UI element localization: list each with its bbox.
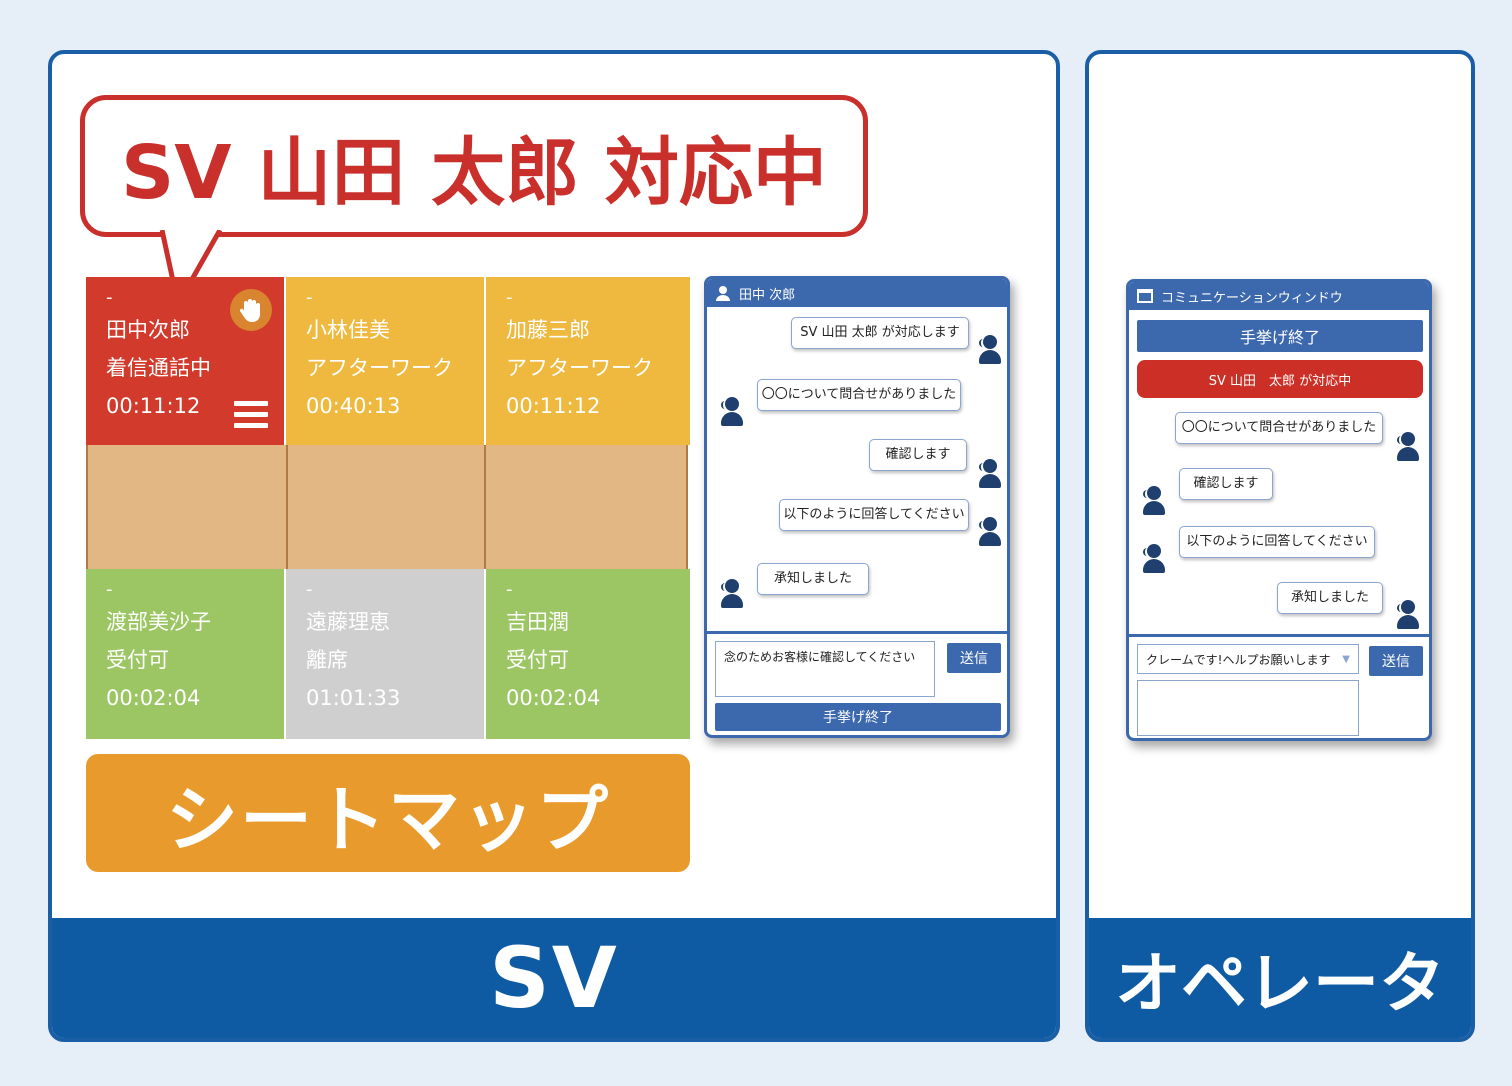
send-button[interactable]: 送信 <box>947 643 1001 673</box>
chat-message: SV 山田 太郎 が対応します <box>791 317 969 349</box>
seat-time: 01:01:33 <box>306 686 401 710</box>
empty-seat <box>484 445 688 569</box>
seat-status: 離席 <box>306 648 348 672</box>
seat-card[interactable]: - 小林佳美 アフターワーク 00:40:13 <box>286 277 484 445</box>
seat-card[interactable]: - 渡部美沙子 受付可 00:02:04 <box>86 569 284 739</box>
seat-dash: - <box>306 579 313 600</box>
operator-avatar-icon <box>977 335 1003 365</box>
operator-avatar-icon <box>1141 486 1167 516</box>
chat-message: 確認します <box>869 439 967 471</box>
raised-hand-icon[interactable] <box>230 289 272 331</box>
seat-card[interactable]: - 遠藤理恵 離席 01:01:33 <box>286 569 484 739</box>
seat-time: 00:11:12 <box>506 394 601 418</box>
message-input[interactable]: 念のためお客様に確認してください <box>715 641 935 697</box>
chat-message: 〇〇について問合せがありました <box>757 379 961 411</box>
seat-dash: - <box>106 287 113 308</box>
operator-avatar-icon <box>1395 432 1421 462</box>
raise-hand-end-button[interactable]: 手挙げ終了 <box>1137 320 1423 352</box>
chevron-down-icon: ▼ <box>1342 653 1350 665</box>
seat-status: 受付可 <box>506 648 569 672</box>
operator-avatar-icon <box>719 579 745 609</box>
seat-dash: - <box>306 287 313 308</box>
operator-communication-window: コミュニケーションウィンドウ 手挙げ終了 SV 山田 太郎 が対応中 〇〇につい… <box>1126 279 1432 741</box>
sv-chat-window: 田中 次郎 SV 山田 太郎 が対応します 〇〇について問合せがありました 確認… <box>704 276 1010 738</box>
seat-time: 00:02:04 <box>506 686 601 710</box>
operator-avatar-icon <box>1395 600 1421 630</box>
empty-seat <box>286 445 486 569</box>
callout-text: SV 山田 太郎 対応中 <box>121 129 827 216</box>
preset-message-value: クレームです!ヘルプお願いします <box>1146 652 1331 667</box>
seat-name: 加藤三郎 <box>506 318 590 342</box>
window-icon <box>1137 289 1153 303</box>
seat-card[interactable]: - 加藤三郎 アフターワーク 00:11:12 <box>486 277 690 445</box>
seat-time: 00:11:12 <box>106 394 201 418</box>
chat-message: 〇〇について問合せがありました <box>1175 412 1383 444</box>
message-input[interactable] <box>1137 680 1359 736</box>
sv-chat-title: 田中 次郎 <box>739 287 796 303</box>
sv-handling-callout: SV 山田 太郎 対応中 <box>80 95 868 237</box>
menu-icon[interactable] <box>234 401 268 429</box>
sv-footer-label: SV <box>52 918 1056 1038</box>
operator-avatar-icon <box>1141 544 1167 574</box>
seat-time: 00:40:13 <box>306 394 401 418</box>
empty-seat <box>86 445 288 569</box>
user-icon <box>716 286 730 301</box>
seat-dash: - <box>106 579 113 600</box>
operator-footer-label: オペレータ <box>1089 918 1471 1038</box>
operator-avatar-icon <box>977 517 1003 547</box>
chat-message: 以下のように回答してください <box>779 499 969 531</box>
operator-window-title: コミュニケーションウィンドウ <box>1161 290 1343 306</box>
chat-message: 承知しました <box>757 563 869 595</box>
chat-message: 承知しました <box>1277 582 1383 614</box>
operator-window-titlebar: コミュニケーションウィンドウ <box>1129 282 1429 310</box>
seat-card[interactable]: - 吉田潤 受付可 00:02:04 <box>486 569 690 739</box>
seat-status: アフターワーク <box>506 356 653 380</box>
sv-status-banner: SV 山田 太郎 が対応中 <box>1137 360 1423 398</box>
seat-card[interactable]: - 田中次郎 着信通話中 00:11:12 <box>86 277 284 445</box>
seat-status: 受付可 <box>106 648 169 672</box>
operator-avatar-icon <box>977 459 1003 489</box>
seat-time: 00:02:04 <box>106 686 201 710</box>
seat-status: 着信通話中 <box>106 356 211 380</box>
chat-message: 以下のように回答してください <box>1179 526 1375 558</box>
chat-divider <box>1129 634 1429 637</box>
seat-name: 小林佳美 <box>306 318 390 342</box>
operator-avatar-icon <box>719 397 745 427</box>
chat-message: 確認します <box>1179 468 1273 500</box>
seat-dash: - <box>506 287 513 308</box>
seat-name: 渡部美沙子 <box>106 610 211 634</box>
seat-map: - 田中次郎 着信通話中 00:11:12 - 小林佳美 アフターワーク 00:… <box>86 277 690 739</box>
seat-map-label: シートマップ <box>86 754 690 872</box>
seat-status: アフターワーク <box>306 356 453 380</box>
seat-name: 田中次郎 <box>106 318 190 342</box>
sv-chat-titlebar: 田中 次郎 <box>707 279 1007 307</box>
seat-dash: - <box>506 579 513 600</box>
chat-divider <box>707 631 1007 634</box>
send-button[interactable]: 送信 <box>1369 646 1423 676</box>
raise-hand-end-button[interactable]: 手挙げ終了 <box>715 703 1001 731</box>
preset-message-select[interactable]: クレームです!ヘルプお願いします ▼ <box>1137 644 1359 674</box>
seat-name: 吉田潤 <box>506 610 569 634</box>
seat-name: 遠藤理恵 <box>306 610 390 634</box>
